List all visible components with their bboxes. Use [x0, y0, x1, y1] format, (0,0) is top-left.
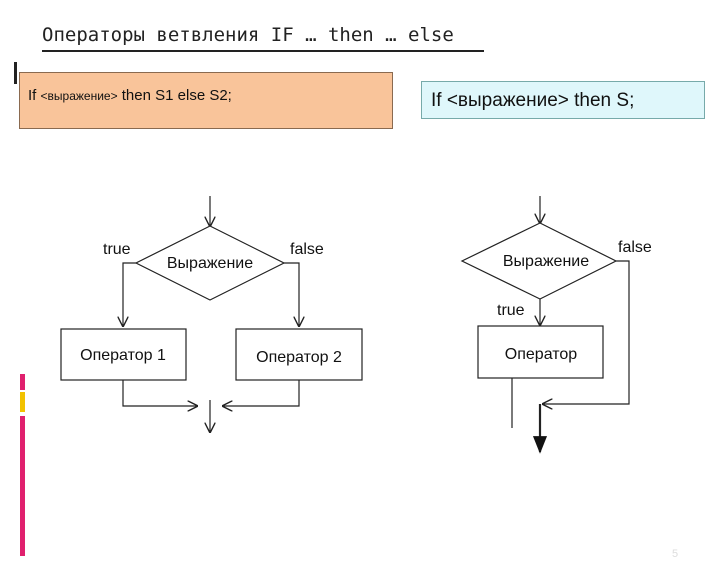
- if-keyword: If: [28, 87, 37, 104]
- right-false-label: false: [618, 239, 652, 256]
- left-bar-top: [14, 62, 17, 84]
- side-strip-pink-1: [20, 374, 25, 390]
- side-strip-yellow: [20, 392, 25, 412]
- operator-label: Оператор: [505, 346, 578, 363]
- expression-placeholder: <выражение>: [40, 89, 118, 103]
- left-condition-label: Выражение: [167, 255, 253, 272]
- condition-diamond: [134, 225, 286, 301]
- operator2-box: [235, 328, 363, 381]
- operator1-box: [60, 328, 187, 381]
- side-strip-pink-2: [20, 416, 25, 556]
- right-true-label: true: [497, 302, 525, 319]
- full-form-text: If <выражение> then S1 else S2;: [28, 87, 232, 104]
- title-underline: [42, 50, 484, 52]
- merge-left-arrow: [122, 380, 197, 406]
- left-true-label: true: [103, 241, 131, 258]
- full-form-box: If <выражение> then S1 else S2;: [19, 72, 393, 129]
- merge-right-arrow: [223, 380, 300, 406]
- true-branch-arrow: [123, 262, 136, 326]
- operator1-label: Оператор 1: [80, 347, 166, 364]
- operator2-label: Оператор 2: [256, 349, 342, 366]
- left-false-label: false: [290, 241, 324, 258]
- page-title: Операторы ветвления IF … then … else: [42, 24, 454, 46]
- false-branch-arrow: [284, 262, 299, 326]
- right-condition-label: Выражение: [503, 253, 589, 270]
- short-form-box: If <выражение> then S;: [421, 81, 705, 119]
- false-branch-arrow: [543, 260, 630, 404]
- then-else-part: then S1 else S2;: [121, 87, 232, 104]
- operator-box: [477, 325, 604, 379]
- right-flowchart: [460, 196, 630, 454]
- short-form-text: If <выражение> then S;: [431, 90, 635, 111]
- left-flowchart: [60, 196, 363, 432]
- page-number: 5: [672, 548, 679, 560]
